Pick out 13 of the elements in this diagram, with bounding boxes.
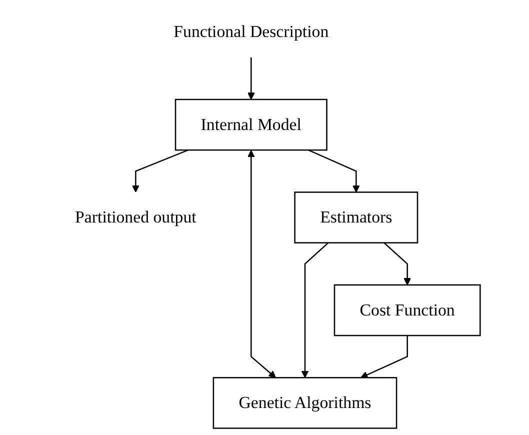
node-text: Functional Description	[173, 22, 328, 42]
node-box: Genetic Algorithms	[212, 377, 397, 429]
arrow	[246, 57, 254, 100]
arrow	[308, 149, 360, 193]
arrow	[360, 336, 408, 378]
arrow	[383, 242, 411, 286]
arrow	[246, 150, 276, 378]
arrow	[300, 242, 328, 378]
node-text: Partitioned output	[74, 208, 196, 227]
node-box: Cost Function	[333, 284, 480, 336]
arrow	[132, 149, 188, 193]
node-box: Estimators	[294, 192, 418, 244]
node-box: Internal Model	[174, 98, 327, 151]
